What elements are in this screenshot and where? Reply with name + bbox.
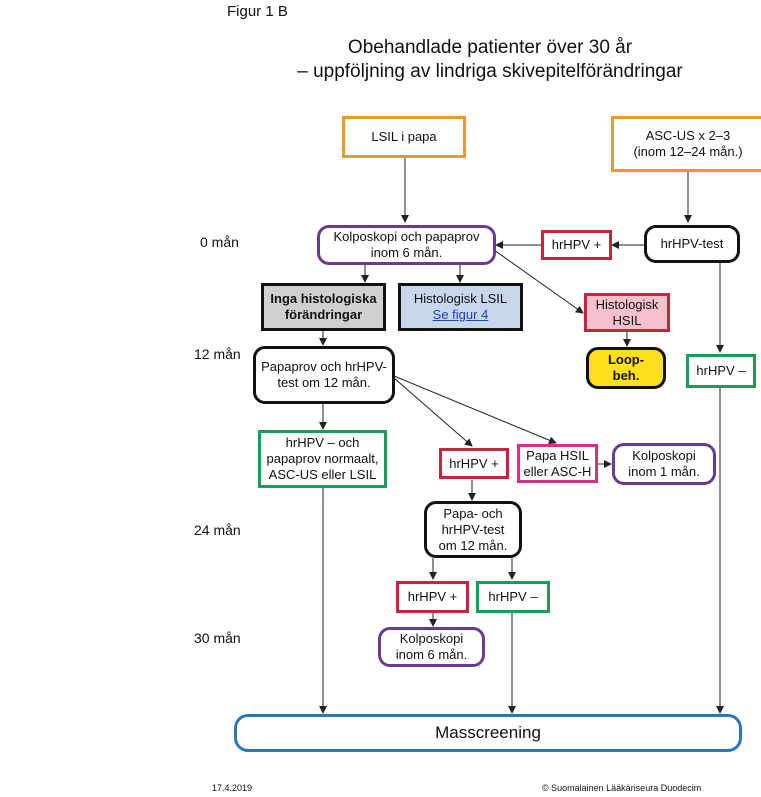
box-kolposkopi-papaprov-line2: inom 6 mån. — [370, 245, 443, 260]
box-ascus-line2: (inom 12–24 mån.) — [633, 144, 743, 159]
box-histologisk-hsil-line1: Histologisk — [595, 296, 659, 312]
box-ascus: ASC-US x 2–3 (inom 12–24 mån.) — [611, 116, 761, 172]
box-hrhpv-test-text: hrHPV-test — [660, 236, 724, 251]
box-lsil-i-papa: LSIL i papa — [342, 116, 466, 158]
arrow-papaprov-to-hrhpvplusmid — [393, 377, 473, 447]
box-inga-histologiska-line1: Inga histologiska — [270, 291, 377, 306]
box-kolposkopi-1-man: Kolposkopi inom 1 mån. — [612, 443, 716, 485]
box-papa-hrhpv-test: Papa- och hrHPV-test om 12 mån. — [424, 501, 522, 558]
box-hrhpv-plus-mid: hrHPV + — [439, 448, 509, 479]
box-kolposkopi-papaprov-line1: Kolposkopi och papaprov — [333, 229, 480, 244]
box-hrhpv-plus-mid-text: hrHPV + — [449, 455, 499, 471]
box-hrhpv-minus-right: hrHPV – — [686, 354, 756, 388]
box-kolposkopi-1-man-line1: Kolposkopi — [632, 448, 696, 463]
footer-date: 17.4.2019 — [212, 783, 253, 793]
box-masscreening-text: Masscreening — [435, 723, 541, 742]
box-hrhpv-minus-normalt-line1: hrHPV – och — [285, 435, 360, 450]
box-histologisk-hsil: Histologisk HSIL — [584, 293, 670, 332]
box-hrhpv-minus-low: hrHPV – — [476, 581, 550, 613]
box-hrhpv-plus-top: hrHPV + — [541, 230, 612, 260]
box-kolposkopi-6-man-line1: Kolposkopi — [399, 631, 464, 646]
footer-copyright: © Suomalainen Lääkäriseura Duodecim — [542, 783, 702, 793]
box-papa-hsil: Papa HSIL eller ASC-H — [517, 444, 598, 483]
time-label-24: 24 mån — [194, 522, 241, 538]
box-lsil-i-papa-text: LSIL i papa — [371, 129, 437, 144]
box-hrhpv-plus-low-text: hrHPV + — [407, 589, 458, 604]
box-papaprov-hrhpv-12: Papaprov och hrHPV- test om 12 mån. — [253, 346, 395, 404]
box-loop-beh-line2: beh. — [612, 368, 640, 383]
box-papa-hsil-line2: eller ASC-H — [523, 463, 592, 479]
diagram-title-line1: Obehandlade patienter över 30 år — [347, 37, 633, 58]
box-kolposkopi-6-man: Kolposkopi inom 6 mån. — [378, 627, 485, 667]
se-figur-4-link[interactable]: Se figur 4 — [432, 307, 489, 322]
box-histologisk-lsil-line1: Histologisk LSIL — [413, 291, 508, 306]
box-hrhpv-minus-normalt: hrHPV – och papaprov normaalt, ASC-US el… — [258, 430, 387, 488]
box-inga-histologiska-line2: förändringar — [284, 307, 363, 322]
box-kolposkopi-1-man-line2: inom 1 mån. — [628, 464, 700, 479]
box-papaprov-hrhpv-12-line1: Papaprov och hrHPV- — [261, 359, 387, 374]
arrow-kolpo-to-hsil — [493, 249, 584, 314]
figure-label: Figur 1 B — [227, 3, 288, 20]
box-loop-beh-line1: Loop- — [607, 352, 645, 367]
box-histologisk-lsil: Histologisk LSIL Se figur 4 — [398, 283, 523, 331]
box-loop-beh: Loop- beh. — [586, 347, 666, 389]
time-label-0: 0 mån — [200, 234, 239, 250]
box-hrhpv-minus-normalt-line2: papaprov normaalt, — [266, 451, 379, 466]
box-papa-hrhpv-test-line3: om 12 mån. — [438, 537, 508, 553]
time-label-30: 30 mån — [194, 630, 241, 646]
box-hrhpv-plus-top-text: hrHPV + — [551, 237, 602, 252]
box-kolposkopi-papaprov: Kolposkopi och papaprov inom 6 mån. — [317, 225, 496, 265]
arrow-papaprov-to-papahsil — [393, 375, 557, 445]
box-histologisk-hsil-line2: HSIL — [612, 312, 642, 328]
box-hrhpv-minus-right-text: hrHPV – — [696, 363, 746, 378]
box-papa-hrhpv-test-line2: hrHPV-test — [441, 521, 505, 537]
box-papa-hrhpv-test-line1: Papa- och — [443, 505, 503, 521]
box-papaprov-hrhpv-12-line2: test om 12 mån. — [277, 375, 371, 390]
time-label-12: 12 mån — [194, 346, 241, 362]
box-hrhpv-minus-normalt-line3: ASC-US eller LSIL — [268, 467, 377, 482]
box-ascus-line1: ASC-US x 2–3 — [645, 128, 731, 143]
diagram-title-line2: – uppföljning av lindriga skivepitelförä… — [297, 61, 683, 82]
box-papa-hsil-line1: Papa HSIL — [526, 447, 589, 463]
box-hrhpv-test: hrHPV-test — [644, 225, 740, 263]
box-inga-histologiska: Inga histologiska förändringar — [261, 283, 386, 331]
box-hrhpv-plus-low: hrHPV + — [396, 581, 469, 613]
box-masscreening: Masscreening — [234, 714, 742, 752]
box-hrhpv-minus-low-text: hrHPV – — [488, 589, 538, 604]
box-kolposkopi-6-man-line2: inom 6 mån. — [395, 647, 468, 662]
